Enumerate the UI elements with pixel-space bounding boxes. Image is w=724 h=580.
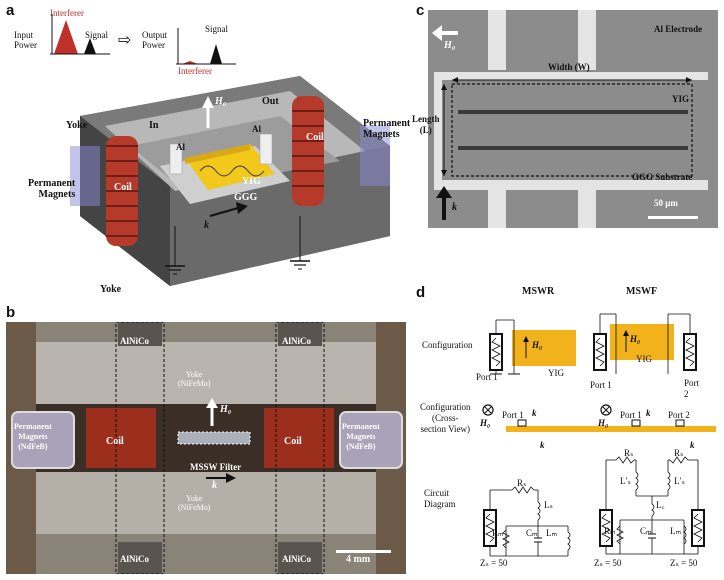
d-cm-right: Cₘ [640, 526, 652, 536]
b-coil-right: Coil [284, 436, 302, 447]
b-h0-label: H₀ [220, 404, 232, 415]
panel-d-letter: d [416, 284, 426, 301]
b-yoke-bottom: Yoke (NiFeMo) [178, 494, 211, 512]
coil-left-shape [106, 136, 138, 246]
d-h0-config-right: H₀ [630, 334, 641, 344]
d-h0-cs-right: H₀ [598, 418, 609, 428]
d-ls: Lₛ [544, 500, 553, 510]
d-cm: Cₘ [526, 528, 538, 538]
d-mswf-label: MSWF [626, 286, 658, 297]
c-al-electrode: Al Electrode [654, 24, 703, 34]
signal-in-label: Signal [85, 30, 109, 40]
d-lsp-left: L′ₛ [620, 476, 631, 486]
d-k-cs-right-bottom: k [690, 440, 695, 450]
c-yig-label: YIG [672, 94, 690, 104]
a-perm-left-label: Permanent Magnets [28, 178, 76, 200]
d-yig-left: YIG [548, 368, 564, 378]
d-k-cs-left-bottom: k [540, 440, 545, 450]
device-3d-illustration [70, 76, 390, 286]
b-alnico-br: AlNiCo [282, 554, 311, 564]
d-k-cs-left-top: k [532, 408, 537, 418]
arrow-icon: ⇨ [118, 32, 132, 49]
a-yig-label: YIG [242, 176, 261, 187]
coil-right-shape [292, 96, 324, 206]
d-row-circuit: Circuit Diagram [424, 488, 456, 509]
d-zs-right-2: Zₛ = 50 [670, 558, 698, 568]
d-cs-port2-right: Port 2 [668, 410, 690, 420]
d-schematic [482, 313, 716, 557]
d-h0-cs-left: H₀ [480, 418, 491, 428]
a-coil-left-label: Coil [114, 182, 132, 193]
a-yoke-bottom-label: Yoke [100, 284, 122, 295]
b-scale-label: 4 mm [346, 554, 371, 565]
d-lc: L꜀ [656, 500, 665, 510]
d-lsp-right: L′ₛ [674, 476, 685, 486]
d-cs-port1-right: Port 1 [620, 410, 642, 420]
b-perm-left: Permanent Magnets (NdFeB) [14, 422, 52, 451]
b-alnico-tr: AlNiCo [282, 336, 311, 346]
interferer-label-bottom: Interferer [178, 66, 212, 76]
c-h0-label: H₀ [444, 40, 456, 51]
d-port1-left: Port 1 [476, 372, 498, 382]
a-ggg-label: GGG [234, 192, 258, 203]
d-port1-right: Port 1 [590, 380, 612, 390]
a-h0-label: H₀ [215, 96, 227, 107]
d-lm: Lₘ [546, 528, 558, 538]
d-rs-right: Rₛ [674, 448, 684, 458]
d-cs-port1-left: Port 1 [502, 410, 524, 420]
a-port-out-label: Out [262, 96, 279, 107]
output-spectrum [176, 28, 236, 65]
panel-a-letter: a [6, 2, 15, 19]
input-power-label: Input Power [14, 30, 37, 50]
a-al-left-label: Al [176, 142, 185, 152]
b-alnico-tl: AlNiCo [120, 336, 149, 346]
d-rs-left: Rₛ [624, 448, 634, 458]
d-row-config: Configuration [422, 340, 473, 350]
b-perm-right: Permanent Magnets (NdFeB) [342, 422, 380, 451]
input-spectrum [50, 14, 110, 55]
signal-out-label: Signal [205, 24, 229, 34]
a-port-in-label: In [149, 120, 159, 131]
c-length-label: Length (L) [412, 114, 440, 135]
a-coil-right-label: Coil [306, 132, 324, 143]
d-rm-right: Rₘ [604, 526, 616, 536]
sem-image [428, 10, 718, 228]
panel-b-letter: b [6, 304, 16, 321]
d-h0-config-left: H₀ [532, 340, 543, 350]
a-yoke-top-label: Yoke [66, 120, 88, 131]
d-rm: Rₘ [492, 528, 504, 538]
output-power-label: Output Power [142, 30, 168, 50]
b-alnico-bl: AlNiCo [120, 554, 149, 564]
b-coil-left: Coil [106, 436, 124, 447]
d-rs: Rₛ [517, 478, 527, 488]
d-yig-right: YIG [636, 354, 652, 364]
b-filter-label: MSSW Filter [190, 462, 242, 472]
panel-c-letter: c [416, 2, 425, 19]
c-ggg-label: GGG Substrate [632, 172, 693, 182]
a-perm-right-label: Permanent Magnets [363, 118, 411, 140]
d-lm-right: Lₘ [670, 526, 682, 536]
d-zs-left: Zₛ = 50 [480, 558, 508, 568]
d-port2-right: Port 2 [684, 378, 700, 399]
d-mswr-label: MSWR [522, 286, 555, 297]
c-scale-label: 50 µm [654, 198, 678, 208]
c-width-label: Width (W) [548, 62, 590, 72]
device-photo [6, 322, 406, 574]
d-zs-right-1: Zₛ = 50 [594, 558, 622, 568]
a-k-label: k [204, 220, 209, 231]
interferer-label-top: Interferer [50, 8, 84, 18]
d-k-cs-right-top: k [646, 408, 651, 418]
a-al-right-label: Al [252, 124, 261, 134]
b-yoke-top: Yoke (NiFeMo) [178, 370, 211, 388]
c-k-label: k [452, 202, 457, 213]
d-row-cross: Configuration (Cross- section View) [420, 402, 471, 434]
b-k-label: k [212, 480, 217, 491]
